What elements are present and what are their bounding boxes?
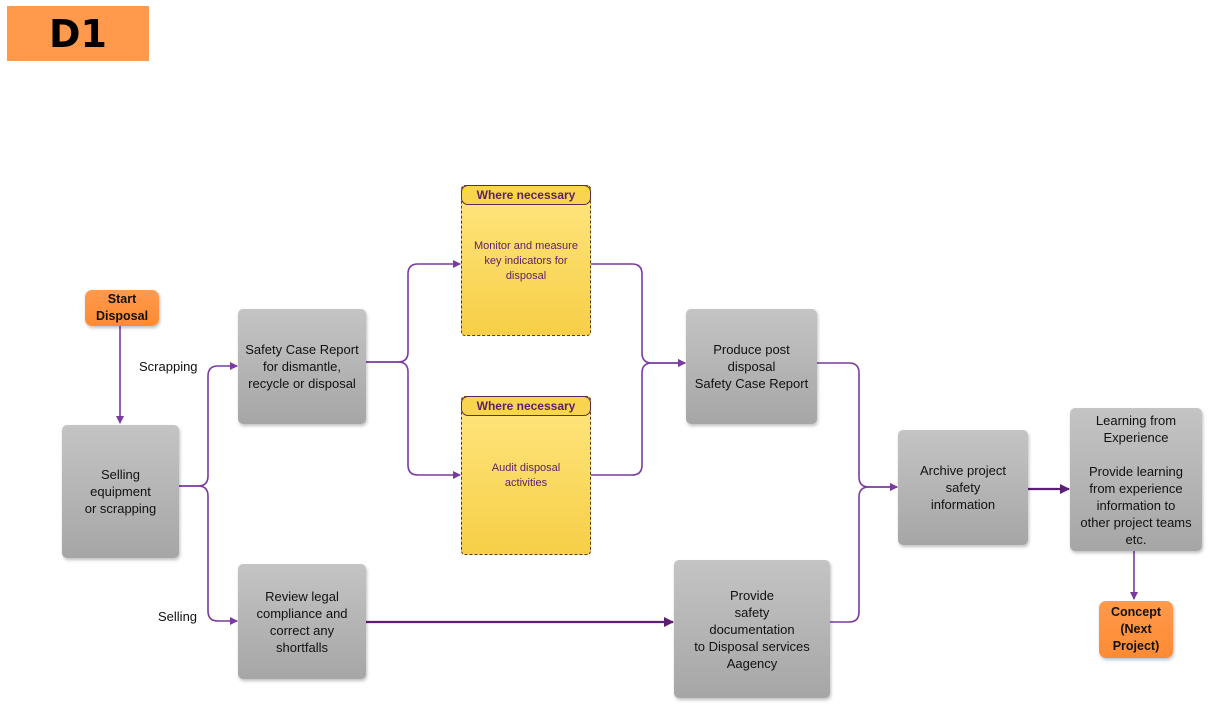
edge-produce-to-archive — [817, 362, 898, 491]
edge-to-monitor — [366, 260, 461, 363]
monitor-indicators-note: Where necessary Monitor and measure key … — [461, 185, 591, 336]
learning-from-experience-node: Learning from Experience Provide learnin… — [1070, 408, 1202, 551]
edge-to-review-legal — [178, 485, 238, 625]
safety-case-report-node: Safety Case Report for dismantle, recycl… — [238, 309, 366, 424]
selling-or-scrapping-node: Selling equipment or scrapping — [62, 425, 179, 558]
audit-disposal-note: Where necessary Audit disposal activitie… — [461, 396, 591, 555]
edge-audit-to-produce — [591, 359, 686, 476]
scrapping-edge-label: Scrapping — [139, 359, 198, 374]
edge-docs-to-archive — [830, 483, 898, 623]
selling-edge-label: Selling — [158, 609, 198, 624]
edge-to-safety-case-report — [178, 362, 238, 487]
edge-to-audit — [366, 361, 461, 479]
page-title: D1 — [7, 6, 149, 61]
provide-safety-docs-node: Provide safety documentation to Disposal… — [674, 560, 830, 698]
produce-post-disposal-node: Produce post disposal Safety Case Report — [686, 309, 817, 424]
audit-disposal-text: Audit disposal activities — [491, 462, 561, 489]
start-disposal-terminal: Start Disposal — [85, 290, 159, 326]
review-legal-compliance-node: Review legal compliance and correct any … — [238, 564, 366, 679]
where-necessary-header: Where necessary — [461, 396, 591, 416]
edge-monitor-to-produce — [591, 263, 686, 367]
archive-project-node: Archive project safety information — [898, 430, 1028, 545]
monitor-indicators-text: Monitor and measure key indicators for d… — [474, 240, 578, 282]
concept-next-project-terminal: Concept (Next Project) — [1099, 601, 1173, 658]
where-necessary-header: Where necessary — [461, 185, 591, 205]
